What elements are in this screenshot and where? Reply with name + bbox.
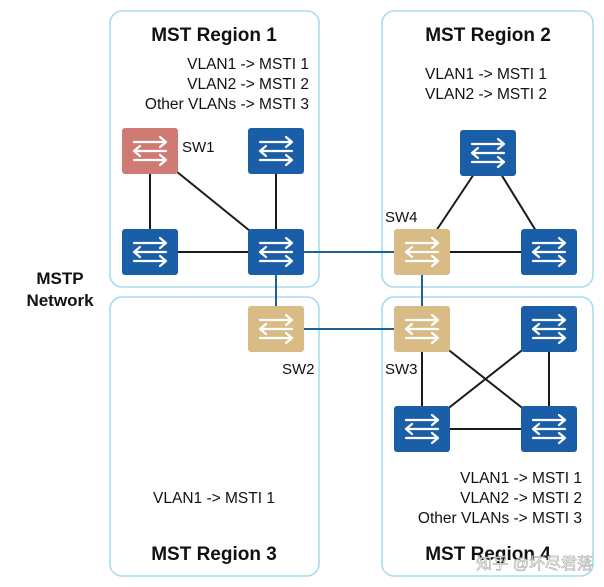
network-label-line: MSTP (36, 269, 83, 288)
region-1-mapping: Other VLANs -> MSTI 3 (145, 96, 309, 113)
switch-sw4[interactable] (394, 229, 450, 275)
switch-r1d[interactable] (248, 229, 304, 275)
switch-sw1[interactable] (122, 128, 178, 174)
switch-arrows-icon (132, 135, 168, 167)
switch-r1c[interactable] (122, 229, 178, 275)
switch-r4b[interactable] (521, 306, 577, 352)
switch-sw3-label: SW3 (385, 361, 418, 378)
region-4-box (381, 296, 594, 577)
switch-sw3[interactable] (394, 306, 450, 352)
region-2-mapping: VLAN1 -> MSTI 1 (425, 66, 547, 83)
region-2-box (381, 10, 594, 288)
region-4-mapping: VLAN1 -> MSTI 1 (460, 470, 582, 487)
switch-sw4-label: SW4 (385, 209, 418, 226)
region-2-title: MST Region 2 (425, 25, 551, 46)
switch-arrows-icon (258, 236, 294, 268)
switch-arrows-icon (531, 313, 567, 345)
region-1-title: MST Region 1 (151, 25, 277, 46)
region-2-mapping: VLAN2 -> MSTI 2 (425, 86, 547, 103)
region-1-box (109, 10, 320, 288)
region-3-box (109, 296, 320, 577)
switch-r1b[interactable] (248, 128, 304, 174)
region-titles: MST Region 1 MST Region 2 MST Region 3 M… (151, 25, 551, 565)
switch-arrows-icon (132, 236, 168, 268)
regions-layer (109, 10, 594, 577)
switch-r2a[interactable] (460, 130, 516, 176)
watermark: 知乎 @坏尽君落 (476, 555, 593, 573)
switch-r4a[interactable] (521, 406, 577, 452)
switch-sw2[interactable] (248, 306, 304, 352)
region-1-mapping: VLAN2 -> MSTI 2 (187, 76, 309, 93)
switch-arrows-icon (531, 413, 567, 445)
switch-arrows-icon (404, 236, 440, 268)
region-1-mapping: VLAN1 -> MSTI 1 (187, 56, 309, 73)
region-3-mapping: VLAN1 -> MSTI 1 (153, 490, 275, 507)
region-4-mapping: VLAN2 -> MSTI 2 (460, 490, 582, 507)
region-4-title: MST Region 4 (425, 544, 551, 565)
links-layer (149, 149, 550, 430)
switch-arrows-icon (404, 313, 440, 345)
switch-sw1-label: SW1 (182, 139, 215, 156)
switch-arrows-icon (531, 236, 567, 268)
switches-layer (122, 128, 577, 452)
network-label: MSTP Network (26, 269, 94, 310)
network-label-line: Network (26, 291, 94, 310)
switch-arrows-icon (404, 413, 440, 445)
switch-arrows-icon (470, 137, 506, 169)
vlan-mappings: VLAN1 -> MSTI 1 VLAN2 -> MSTI 2 Other VL… (145, 56, 582, 527)
region-4-mapping: Other VLANs -> MSTI 3 (418, 510, 582, 527)
switch-arrows-icon (258, 135, 294, 167)
switch-r2b[interactable] (521, 229, 577, 275)
switch-arrows-icon (258, 313, 294, 345)
switch-sw2-label: SW2 (282, 361, 315, 378)
region-3-title: MST Region 3 (151, 544, 277, 565)
switch-r4c[interactable] (394, 406, 450, 452)
switch-labels: SW1 SW4 SW2 SW3 (182, 139, 418, 378)
